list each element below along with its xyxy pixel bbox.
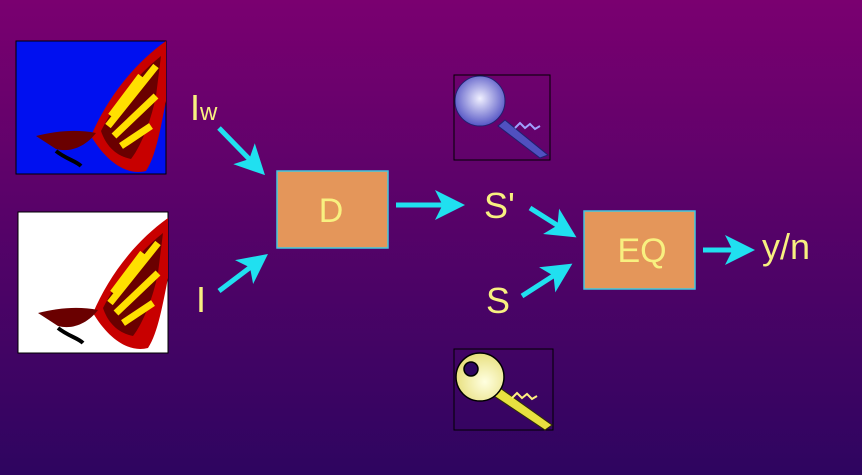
original-image-label: I [196, 279, 206, 320]
comparator-box: EQ [583, 210, 696, 290]
blue-key-icon [453, 74, 551, 161]
output-label: y/n [762, 226, 810, 267]
yellow-key-icon [453, 348, 554, 431]
signature-label: S [486, 280, 510, 321]
arrow-signature-to-comparator [520, 263, 573, 299]
detector-label: D [319, 192, 344, 230]
arrow-watermarked-to-detector [217, 126, 265, 176]
watermarked-butterfly-image [15, 41, 166, 174]
extracted-signature-label: S' [484, 185, 515, 226]
watermarked-image-label: IW [190, 87, 218, 128]
arrow-original-to-detector [217, 253, 268, 293]
detector-box: D [276, 170, 389, 249]
comparator-label: EQ [617, 232, 666, 270]
original-butterfly-image [17, 211, 168, 354]
arrow-extracted-to-comparator [528, 205, 577, 238]
